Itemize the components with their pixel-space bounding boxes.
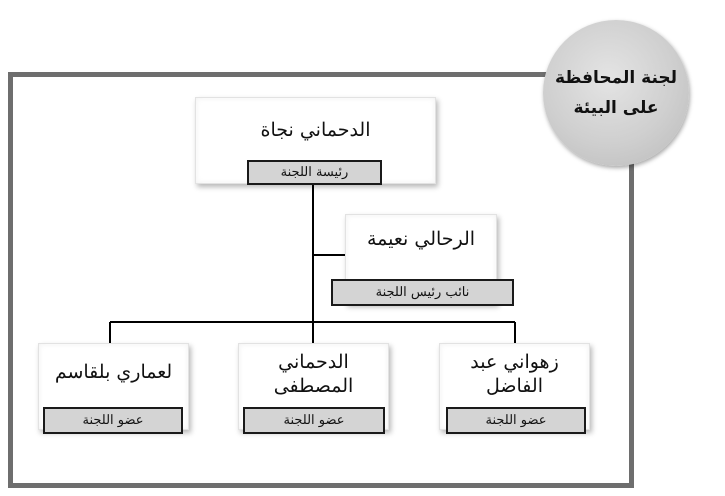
chair-role: رئيسة اللجنة [247,160,382,185]
member-role-left: عضو اللجنة [43,407,183,434]
chair-name: الدحماني نجاة [260,118,371,141]
committee-title-badge: لجنة المحافظة على البيئة [543,20,689,166]
committee-frame [8,72,634,488]
member-name-center: الدحماني المصطفى [273,350,354,397]
vice-chair-name: الرحالي نعيمة [366,228,476,250]
vice-chair-role: نائب رئيس اللجنة [331,279,514,306]
committee-title: لجنة المحافظة على البيئة [554,68,678,118]
member-role-right: عضو اللجنة [446,407,586,434]
member-role-center: عضو اللجنة [243,407,385,434]
member-name-right: زهواني عبد الفاضل [470,350,559,397]
member-name-left: لعماري بلقاسم [54,360,173,383]
